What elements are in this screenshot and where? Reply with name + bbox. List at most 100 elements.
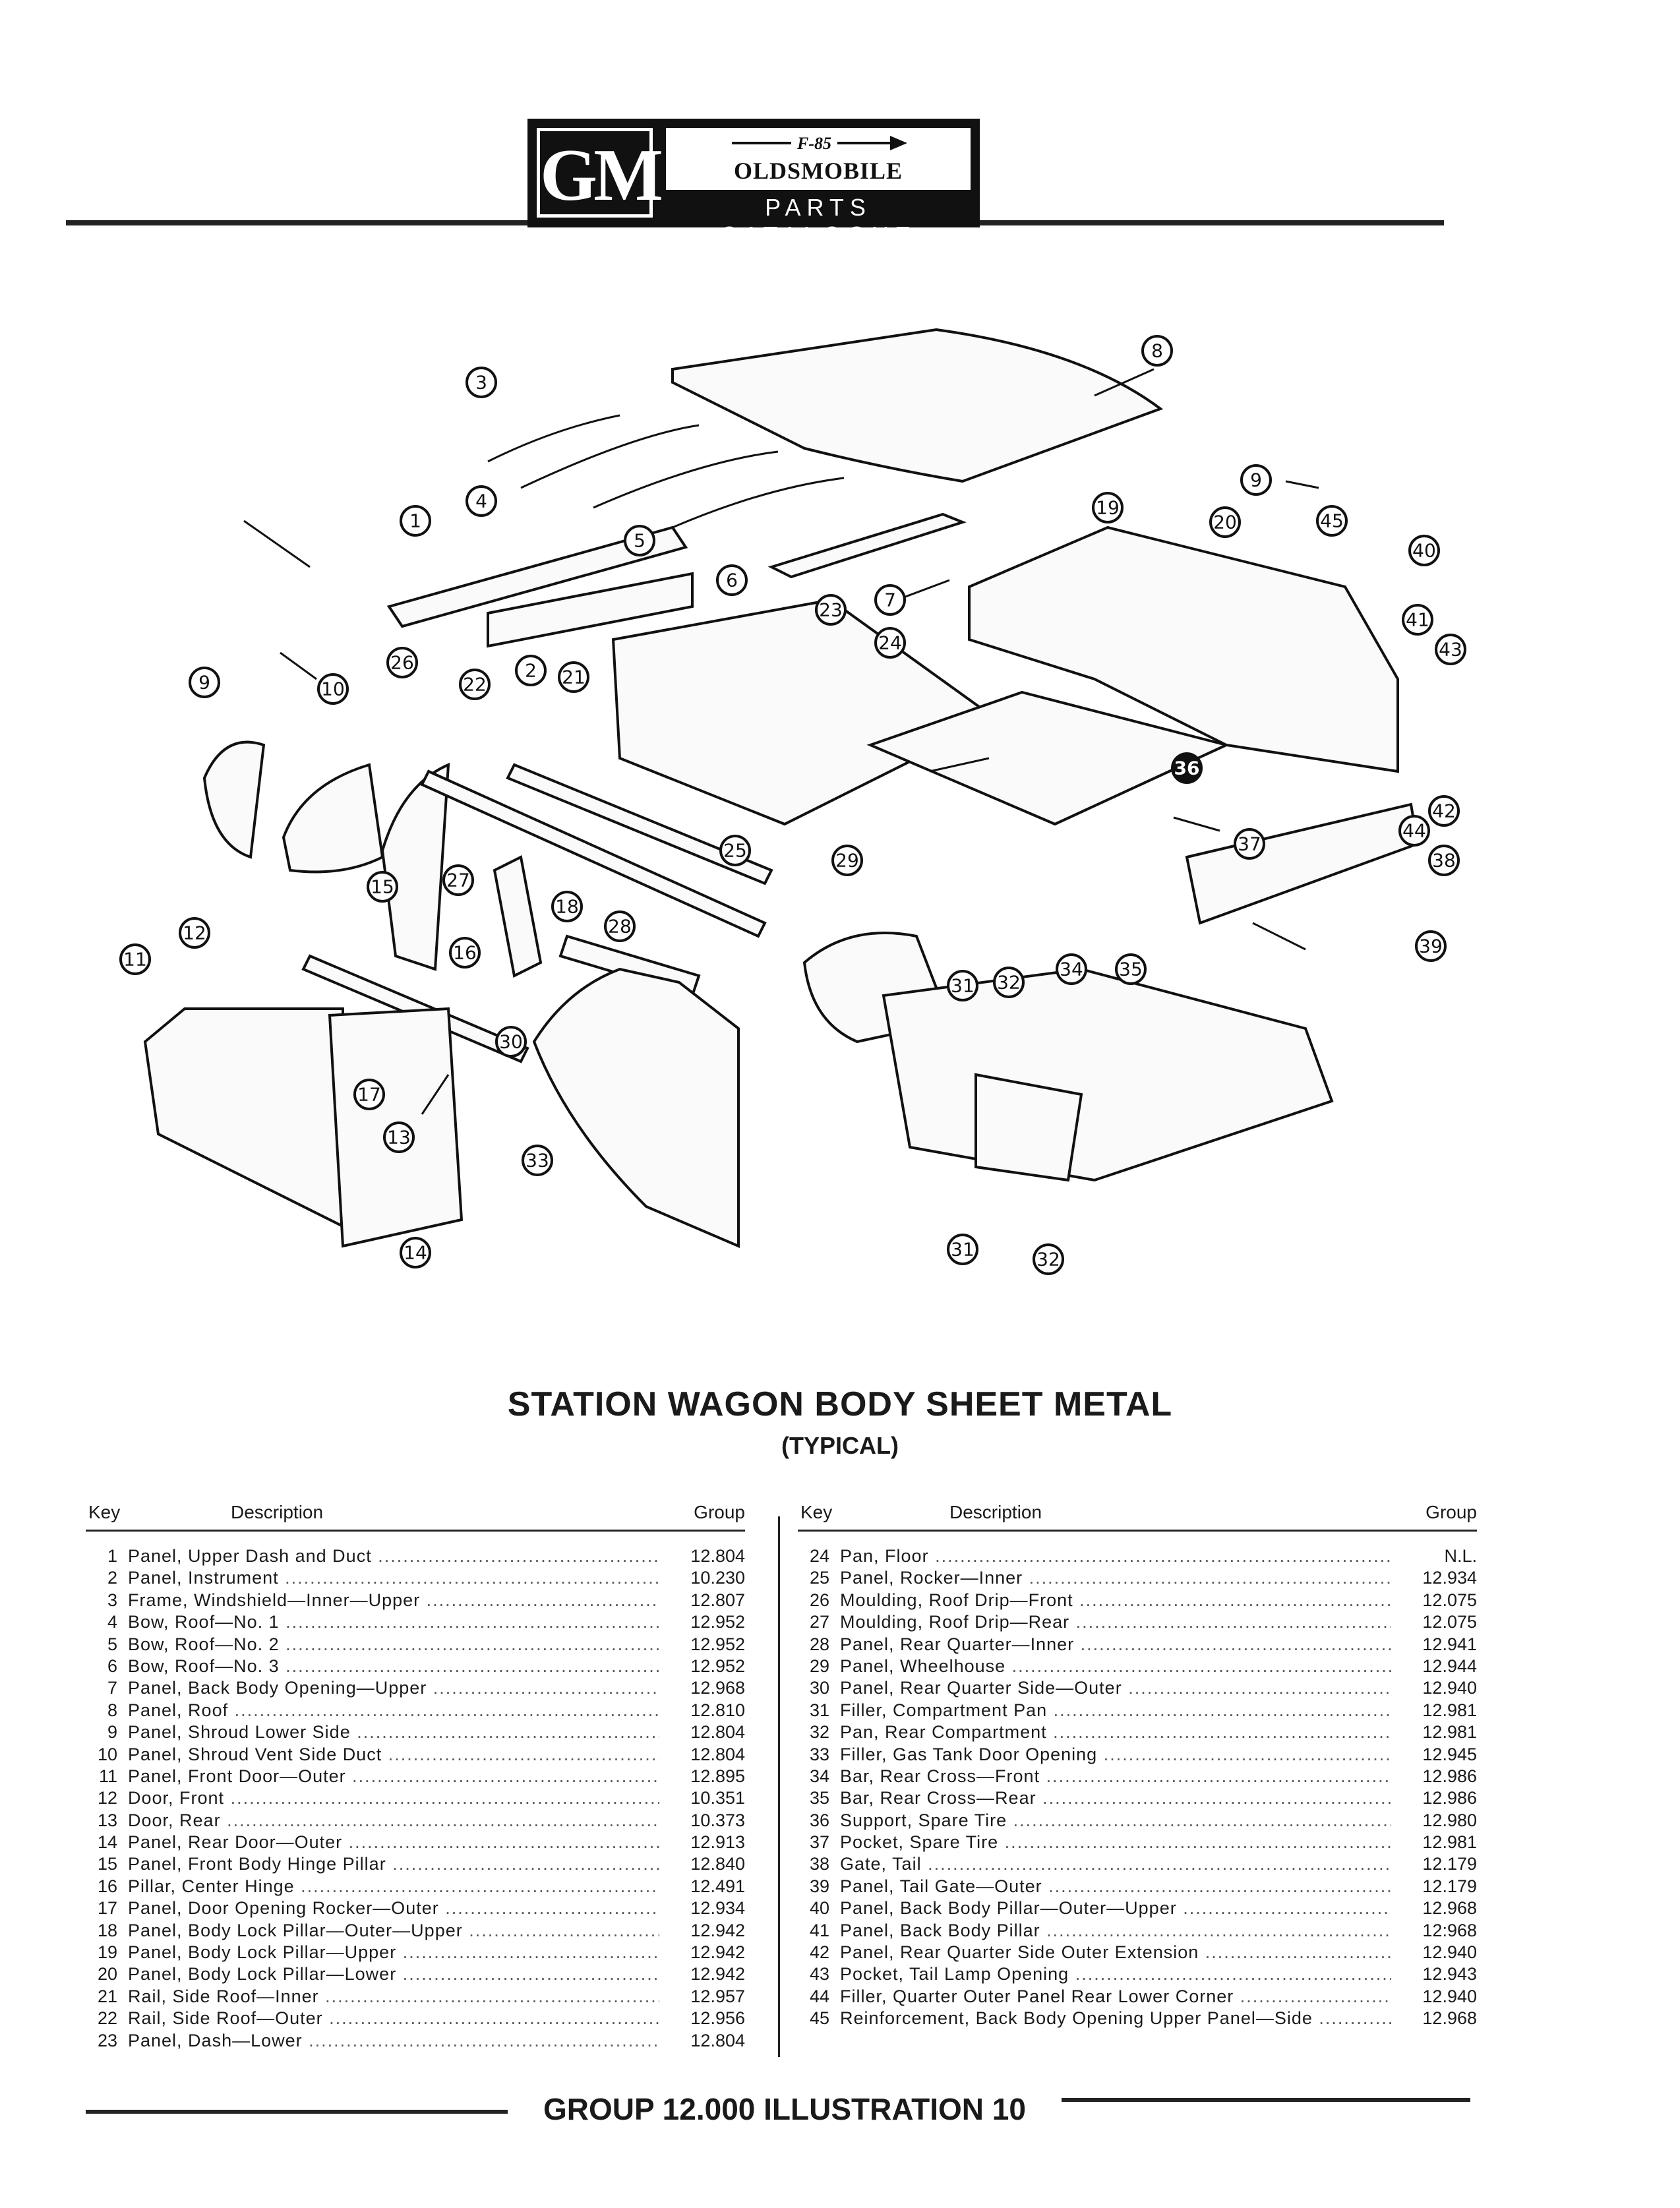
part-group: 12.895 xyxy=(690,1766,745,1786)
group-header: Group xyxy=(1425,1502,1477,1522)
part-key: 35 xyxy=(809,1788,829,1808)
shroud-side-drawing xyxy=(202,740,266,859)
callout-40: 40 xyxy=(1408,535,1440,566)
part-description: Door, Rear xyxy=(128,1810,659,1831)
brand-name: OLDSMOBILE xyxy=(733,158,903,184)
part-description: Support, Spare Tire xyxy=(840,1810,1391,1831)
part-description: Panel, Body Lock Pillar—Outer—Upper xyxy=(128,1921,659,1941)
part-group: 12.179 xyxy=(1422,1876,1477,1896)
svg-text:7: 7 xyxy=(884,589,896,611)
callout-37: 37 xyxy=(1234,828,1265,860)
callout-31-lower: 31 xyxy=(947,1234,978,1265)
description-header: Description xyxy=(231,1502,324,1522)
svg-text:21: 21 xyxy=(562,667,585,688)
svg-text:4: 4 xyxy=(475,491,487,512)
part-description: Panel, Front Door—Outer xyxy=(128,1766,659,1787)
callout-9: 9 xyxy=(1240,464,1272,496)
part-key: 11 xyxy=(98,1766,117,1786)
callout-33: 33 xyxy=(522,1145,553,1176)
callout-28: 28 xyxy=(604,910,636,942)
callout-18: 18 xyxy=(551,891,583,922)
part-key: 17 xyxy=(97,1898,117,1919)
svg-text:31: 31 xyxy=(951,975,975,997)
svg-text:20: 20 xyxy=(1213,512,1237,533)
table-divider xyxy=(778,1516,780,2057)
part-key: 36 xyxy=(809,1810,829,1830)
callout-32: 32 xyxy=(993,967,1025,998)
callout-19: 19 xyxy=(1092,492,1124,523)
svg-text:32: 32 xyxy=(997,972,1021,994)
part-key: 6 xyxy=(107,1656,117,1676)
part-description: Rail, Side Roof—Outer xyxy=(128,2008,659,2029)
footer-rule-left xyxy=(86,2110,508,2114)
back-body-opening-upper-drawing xyxy=(767,512,967,579)
callout-24: 24 xyxy=(874,627,906,659)
part-key: 1 xyxy=(107,1546,117,1566)
part-key: 8 xyxy=(107,1700,117,1720)
brand-panel: F-85 OLDSMOBILE xyxy=(666,128,971,190)
part-key: 31 xyxy=(809,1700,829,1720)
callout-1: 1 xyxy=(400,505,431,537)
part-description: Panel, Shroud Lower Side xyxy=(128,1722,659,1743)
instrument-panel-drawing xyxy=(487,572,694,648)
svg-text:29: 29 xyxy=(835,850,859,872)
svg-text:38: 38 xyxy=(1432,850,1456,872)
callout-15: 15 xyxy=(367,871,398,903)
part-description: Moulding, Roof Drip—Front xyxy=(840,1590,1391,1611)
shroud-vent-duct-drawing xyxy=(282,763,384,874)
part-key: 13 xyxy=(97,1810,117,1830)
callout-10: 10 xyxy=(317,673,349,705)
part-description: Panel, Body Lock Pillar—Upper xyxy=(128,1942,659,1963)
upper-dash-drawing xyxy=(386,525,688,628)
part-description: Bow, Roof—No. 3 xyxy=(128,1656,659,1677)
callout-8: 8 xyxy=(1141,335,1173,367)
part-key: 22 xyxy=(97,2008,117,2029)
part-key: 40 xyxy=(809,1898,829,1919)
svg-text:10: 10 xyxy=(321,678,345,700)
part-description: Panel, Back Body Opening—Upper xyxy=(128,1678,659,1698)
lock-pillar-drawing xyxy=(493,855,543,978)
callout-12: 12 xyxy=(179,917,210,949)
part-description: Filler, Quarter Outer Panel Rear Lower C… xyxy=(840,1986,1391,2007)
callout-32-lower: 32 xyxy=(1033,1243,1064,1275)
part-key: 2 xyxy=(107,1568,117,1588)
callout-44: 44 xyxy=(1398,815,1430,847)
part-description: Reinforcement, Back Body Opening Upper P… xyxy=(840,2008,1391,2029)
callout-14: 14 xyxy=(400,1237,431,1268)
svg-text:17: 17 xyxy=(357,1084,381,1106)
callout-13: 13 xyxy=(383,1121,415,1153)
callout-25: 25 xyxy=(719,835,751,866)
part-description: Filler, Gas Tank Door Opening xyxy=(840,1745,1391,1765)
description-header: Description xyxy=(949,1502,1042,1522)
part-key: 42 xyxy=(809,1942,829,1963)
part-group: 12.940 xyxy=(1422,1986,1477,2006)
part-description: Pocket, Tail Lamp Opening xyxy=(840,1964,1391,1984)
part-group: 12.943 xyxy=(1422,1964,1477,1984)
side-roof-rail-inner-drawing xyxy=(506,763,773,885)
part-description: Rail, Side Roof—Inner xyxy=(128,1986,659,2007)
part-group: 12.952 xyxy=(690,1656,745,1676)
svg-text:33: 33 xyxy=(525,1150,549,1172)
part-key: 37 xyxy=(809,1832,829,1853)
svg-text:9: 9 xyxy=(1250,469,1262,491)
part-group: 12.944 xyxy=(1422,1656,1477,1676)
part-description: Panel, Rear Quarter—Inner xyxy=(840,1634,1391,1655)
